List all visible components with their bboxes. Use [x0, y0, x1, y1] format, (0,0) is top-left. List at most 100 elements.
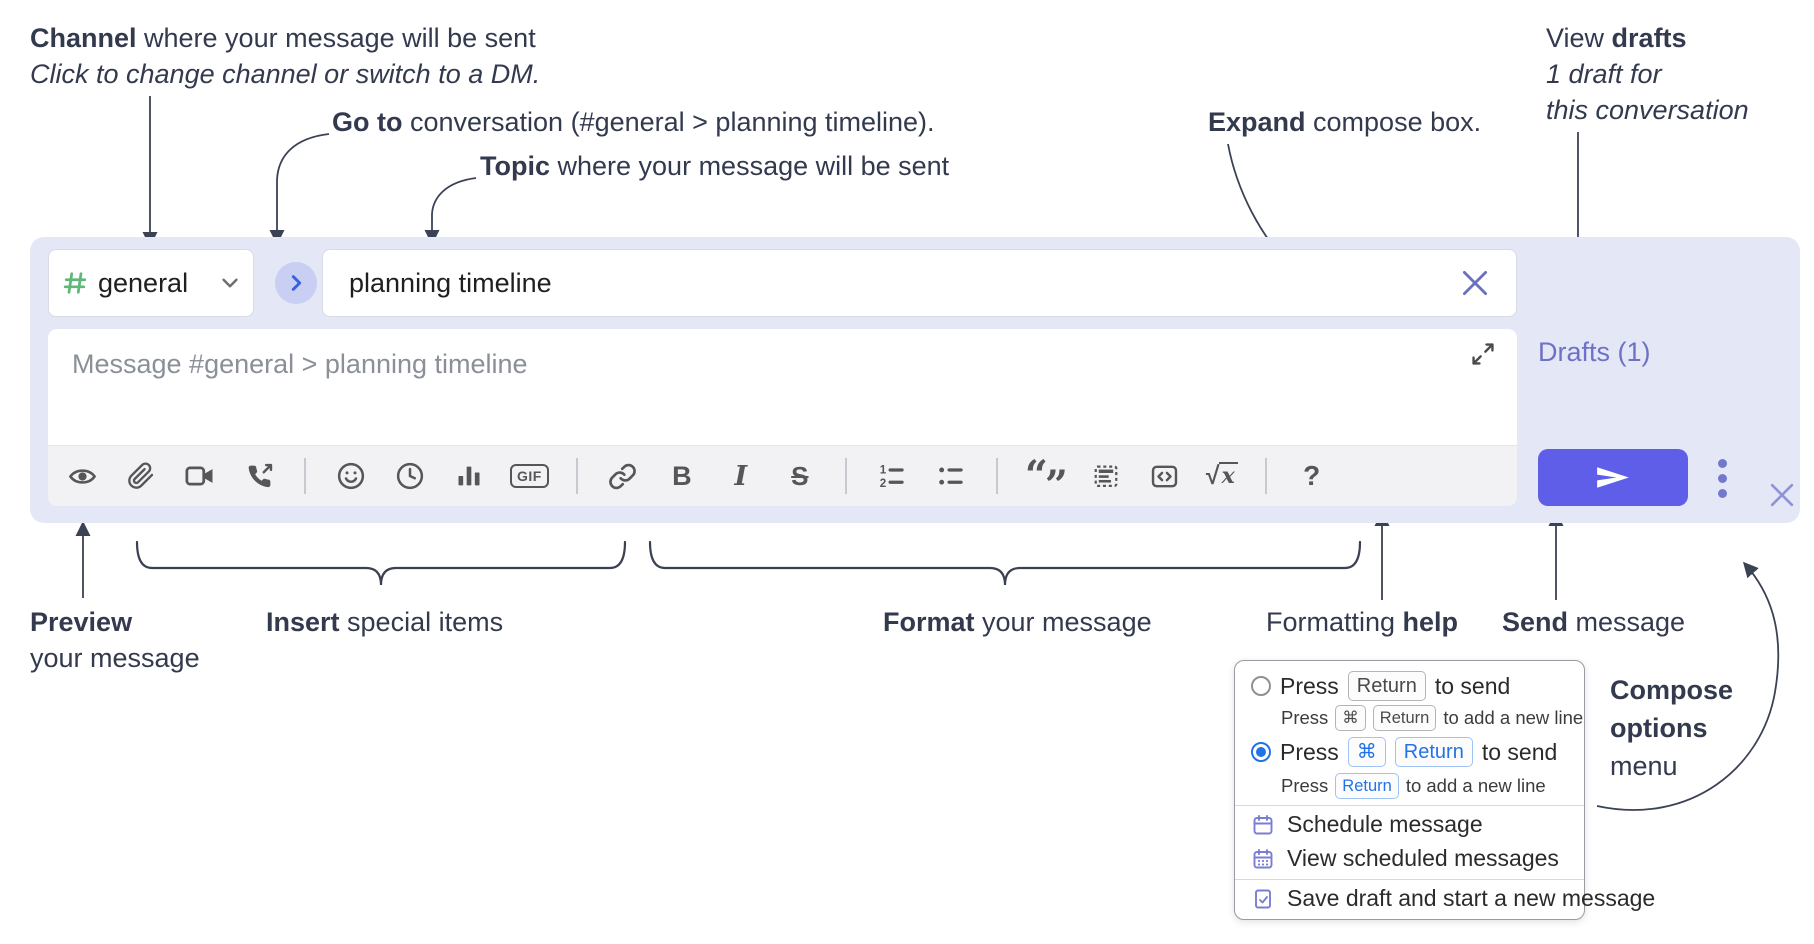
topic-connector-line: [424, 177, 477, 246]
preview-button[interactable]: [64, 458, 100, 494]
annotation-insert: Insert special items: [266, 607, 504, 637]
link-button[interactable]: [605, 458, 641, 494]
toolbar-separator: [844, 458, 847, 494]
go-to-conversation-button[interactable]: [275, 262, 317, 304]
toolbar-separator: [995, 458, 998, 494]
poll-button[interactable]: [451, 458, 487, 494]
ellipsis-icon: [1717, 458, 1727, 468]
compose-options-popup: Press Return to send Press ⌘ Return to a…: [1234, 660, 1655, 920]
return-key: Return: [1347, 671, 1426, 701]
radio-unselected-icon[interactable]: [1251, 676, 1271, 696]
send-option-enter-sub: Press ⌘ Return to add a new line: [1281, 705, 1583, 731]
eye-icon: [68, 468, 96, 484]
strikethrough-button[interactable]: S: [782, 458, 818, 494]
smiley-icon: [337, 462, 365, 490]
popup-divider: [1235, 805, 1584, 806]
strikethrough-icon: S: [791, 460, 809, 491]
return-key: Return: [1394, 737, 1473, 767]
clear-topic-icon[interactable]: [1462, 270, 1488, 296]
video-camera-icon: [185, 466, 213, 486]
return-key: Return: [1335, 773, 1399, 799]
format-brace: [648, 540, 1362, 586]
phone-outgoing-icon: [248, 463, 272, 487]
annotation-formatting-help: Formatting help: [1266, 607, 1459, 637]
menu-item-save-draft[interactable]: Save draft and start a new message: [1251, 885, 1655, 912]
svg-text:2: 2: [880, 477, 887, 490]
math-button[interactable]: √x: [1206, 458, 1238, 494]
send-option-cmd-enter-sub: Press Return to add a new line: [1281, 773, 1546, 799]
compose-toolbar: GIF B I S 1 2 “”: [48, 445, 1517, 506]
annotation-send: Send message: [1502, 607, 1686, 637]
cmd-key: ⌘: [1335, 705, 1366, 731]
bold-icon: B: [672, 460, 692, 491]
return-key: Return: [1372, 705, 1437, 731]
hash-icon: [63, 272, 87, 294]
quote-button[interactable]: “”: [1024, 452, 1068, 509]
topic-input[interactable]: [322, 249, 1517, 317]
annotation-preview: Preview your message: [30, 607, 200, 673]
calendar-icon: [1253, 814, 1273, 834]
formatting-help-button[interactable]: ?: [1294, 458, 1330, 494]
channel-selector[interactable]: general: [48, 249, 254, 317]
annotation-channel-rest: where your message will be sent: [136, 23, 536, 53]
code-icon: [1152, 465, 1178, 487]
toolbar-separator: [575, 458, 578, 494]
drafts-link[interactable]: Drafts (1): [1538, 337, 1651, 367]
annotation-goto: Go to conversation (#general > planning …: [332, 107, 935, 137]
spoiler-icon: [1094, 465, 1118, 488]
voice-call-button[interactable]: [241, 458, 277, 494]
compose-options-button[interactable]: [1702, 452, 1742, 504]
emoji-button[interactable]: [333, 458, 369, 494]
link-icon: [609, 463, 637, 489]
radio-selected-icon[interactable]: [1251, 742, 1271, 762]
send-plane-icon: [1597, 467, 1629, 488]
calendar-grid-icon: [1253, 848, 1273, 868]
close-compose-icon[interactable]: [1770, 483, 1794, 507]
insert-brace: [135, 540, 627, 586]
numbered-list-button[interactable]: 1 2: [874, 458, 910, 494]
annotation-expand: Expand compose box.: [1208, 107, 1482, 137]
clock-icon: [396, 462, 424, 490]
expand-compose-icon[interactable]: [1470, 341, 1496, 367]
gif-icon: GIF: [510, 464, 549, 488]
video-call-button[interactable]: [182, 458, 218, 494]
svg-text:1: 1: [880, 464, 887, 477]
annotation-view-drafts: View drafts 1 draft for this conversatio…: [1546, 23, 1749, 125]
send-option-cmd-enter[interactable]: Press ⌘ Return to send: [1251, 737, 1557, 767]
message-input[interactable]: Message #general > planning timeline: [48, 329, 1517, 445]
send-option-enter[interactable]: Press Return to send: [1251, 671, 1510, 701]
popup-divider: [1235, 879, 1584, 880]
annotation-channel-sub: Click to change channel or switch to a D…: [30, 59, 541, 89]
code-button[interactable]: [1147, 458, 1183, 494]
annotation-channel: Channel where your message will be sent …: [30, 20, 540, 92]
annotation-channel-bold: Channel: [30, 23, 137, 53]
menu-item-schedule-message[interactable]: Schedule message: [1251, 811, 1483, 838]
paperclip-icon: [128, 462, 154, 489]
send-button[interactable]: [1538, 449, 1688, 506]
draft-check-icon: [1255, 889, 1271, 908]
bold-button[interactable]: B: [664, 458, 700, 494]
menu-item-view-scheduled[interactable]: View scheduled messages: [1251, 845, 1559, 872]
annotation-topic: Topic where your message will be sent: [480, 151, 950, 181]
gif-button[interactable]: GIF: [510, 458, 549, 494]
chevron-down-icon: [222, 278, 238, 288]
schedule-time-button[interactable]: [392, 458, 428, 494]
bulleted-list-icon: [939, 467, 963, 485]
question-mark-icon: ?: [1303, 460, 1321, 491]
channel-name: general: [98, 267, 189, 298]
italic-icon: I: [734, 460, 748, 492]
annotation-compose-options: Compose options menu: [1610, 675, 1734, 781]
numbered-list-icon: 1 2: [880, 464, 904, 490]
spoiler-button[interactable]: [1088, 458, 1124, 494]
annotation-format: Format your message: [883, 607, 1152, 637]
attach-file-button[interactable]: [123, 458, 159, 494]
message-placeholder: Message #general > planning timeline: [72, 349, 528, 379]
italic-button[interactable]: I: [723, 458, 759, 494]
toolbar-separator: [1264, 458, 1267, 494]
math-icon: √x: [1206, 461, 1238, 491]
bulleted-list-button[interactable]: [933, 458, 969, 494]
toolbar-separator: [304, 458, 306, 494]
bar-chart-icon: [458, 466, 480, 486]
quote-icon: “”: [1024, 452, 1068, 509]
